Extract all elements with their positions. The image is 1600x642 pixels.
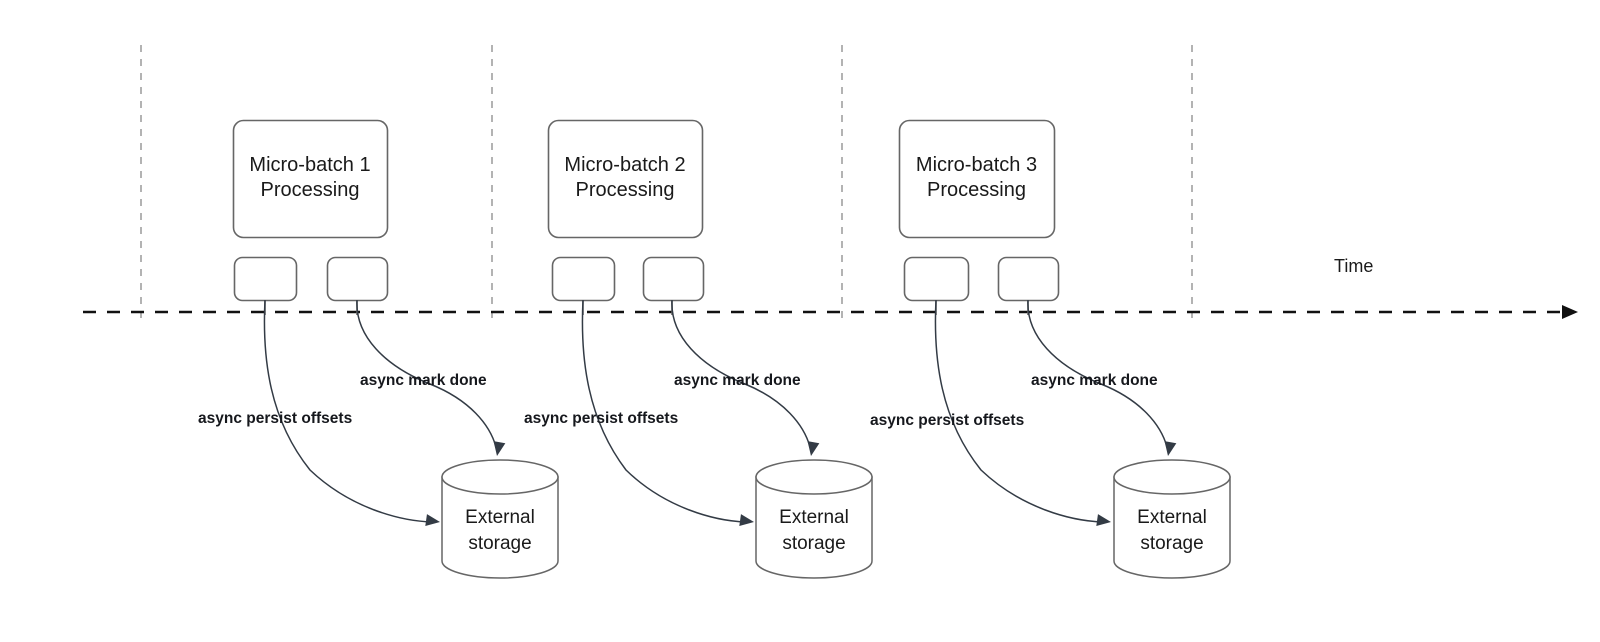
flow-curve-3-mark-done bbox=[1027, 299, 1168, 448]
flow-curve-1-persist-offsets bbox=[263, 299, 433, 523]
timeline-axis-label: Time bbox=[1334, 256, 1374, 276]
flow-label-2-persist-offsets: async persist offsets bbox=[524, 410, 679, 427]
flow-label-2-mark-done: async mark done bbox=[674, 372, 801, 389]
process-box-1[interactable] bbox=[232, 119, 389, 239]
flow-label-1-persist-offsets: async persist offsets bbox=[198, 410, 353, 427]
tick-box-3-markdone-tick[interactable] bbox=[997, 256, 1060, 302]
flow-arrowhead-3-mark-done bbox=[1164, 441, 1177, 456]
process-box-3[interactable] bbox=[898, 119, 1056, 239]
storage-cylinder-top-1 bbox=[441, 459, 559, 495]
storage-cylinder-body-2[interactable] bbox=[755, 476, 873, 579]
flow-arrowhead-3-persist-offsets bbox=[1096, 514, 1111, 526]
flow-curve-3-persist-offsets bbox=[934, 299, 1104, 523]
flow-curve-2-persist-offsets bbox=[581, 299, 747, 523]
flow-label-3-persist-offsets: async persist offsets bbox=[870, 412, 1025, 429]
tick-box-1-markdone-tick[interactable] bbox=[326, 256, 389, 302]
tick-box-1-persist-tick[interactable] bbox=[233, 256, 298, 302]
storage-cylinder-top-3 bbox=[1113, 459, 1231, 495]
tick-box-2-persist-tick[interactable] bbox=[551, 256, 616, 302]
flow-curve-2-mark-done bbox=[671, 299, 811, 448]
flow-arrowhead-2-persist-offsets bbox=[739, 514, 754, 526]
flow-arrowhead-1-mark-done bbox=[493, 441, 506, 456]
tick-box-2-markdone-tick[interactable] bbox=[642, 256, 705, 302]
process-box-2[interactable] bbox=[547, 119, 704, 239]
tick-box-3-persist-tick[interactable] bbox=[903, 256, 970, 302]
storage-cylinder-top-2 bbox=[755, 459, 873, 495]
flow-label-3-mark-done: async mark done bbox=[1031, 372, 1158, 389]
flow-arrowhead-2-mark-done bbox=[807, 441, 820, 456]
storage-cylinder-body-3[interactable] bbox=[1113, 476, 1231, 579]
flow-label-1-mark-done: async mark done bbox=[360, 372, 487, 389]
flow-arrowhead-1-persist-offsets bbox=[425, 514, 440, 526]
storage-cylinder-body-1[interactable] bbox=[441, 476, 559, 579]
timeline-arrowhead-icon bbox=[1562, 305, 1578, 319]
flow-curve-1-mark-done bbox=[356, 299, 497, 448]
